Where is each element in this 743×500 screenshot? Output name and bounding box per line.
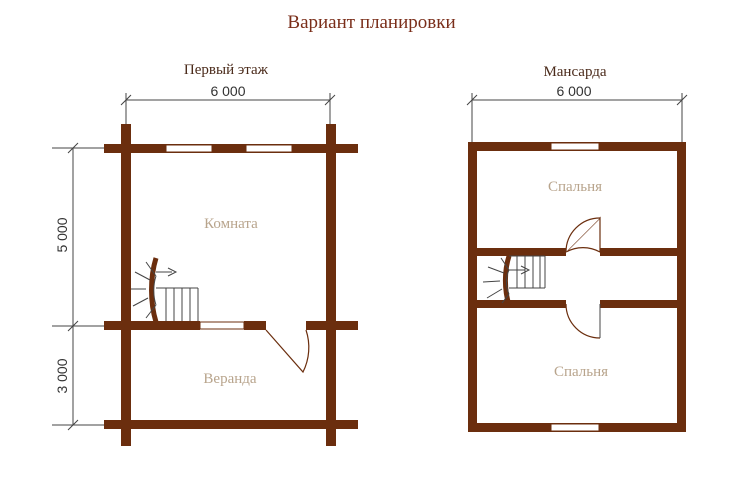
attic-staircase [482,255,546,306]
first-floor-plan: Первый этаж 6 000 5 000 3 000 [52,62,358,446]
first-floor-width-text: 6 000 [210,83,245,99]
veranda-door [265,329,310,374]
first-floor-width-dimension: 6 000 [120,83,336,128]
first-floor-height-dimension: 5 000 3 000 [52,142,104,431]
attic-width-dimension: 6 000 [466,83,688,142]
first-floor-label: Первый этаж [184,62,269,78]
first-floor-walls [104,124,358,446]
attic-walls [468,142,686,432]
attic-label: Мансарда [543,64,606,80]
attic-plan: Мансарда 6 000 [466,64,688,432]
attic-width-text: 6 000 [556,83,591,99]
room-label-spalnya-2: Спальня [554,364,608,380]
first-floor-height-top-text: 5 000 [54,217,70,252]
room-label-spalnya-1: Спальня [548,179,602,195]
first-floor-staircase [131,257,199,323]
attic-door-lower-swing [565,303,601,339]
first-floor-height-bottom-text: 3 000 [54,358,70,393]
room-label-veranda: Веранда [203,371,256,387]
room-label-komnata: Комната [204,216,258,232]
attic-door-upper-swing [565,217,601,253]
diagram-title: Вариант планировки [287,12,456,33]
